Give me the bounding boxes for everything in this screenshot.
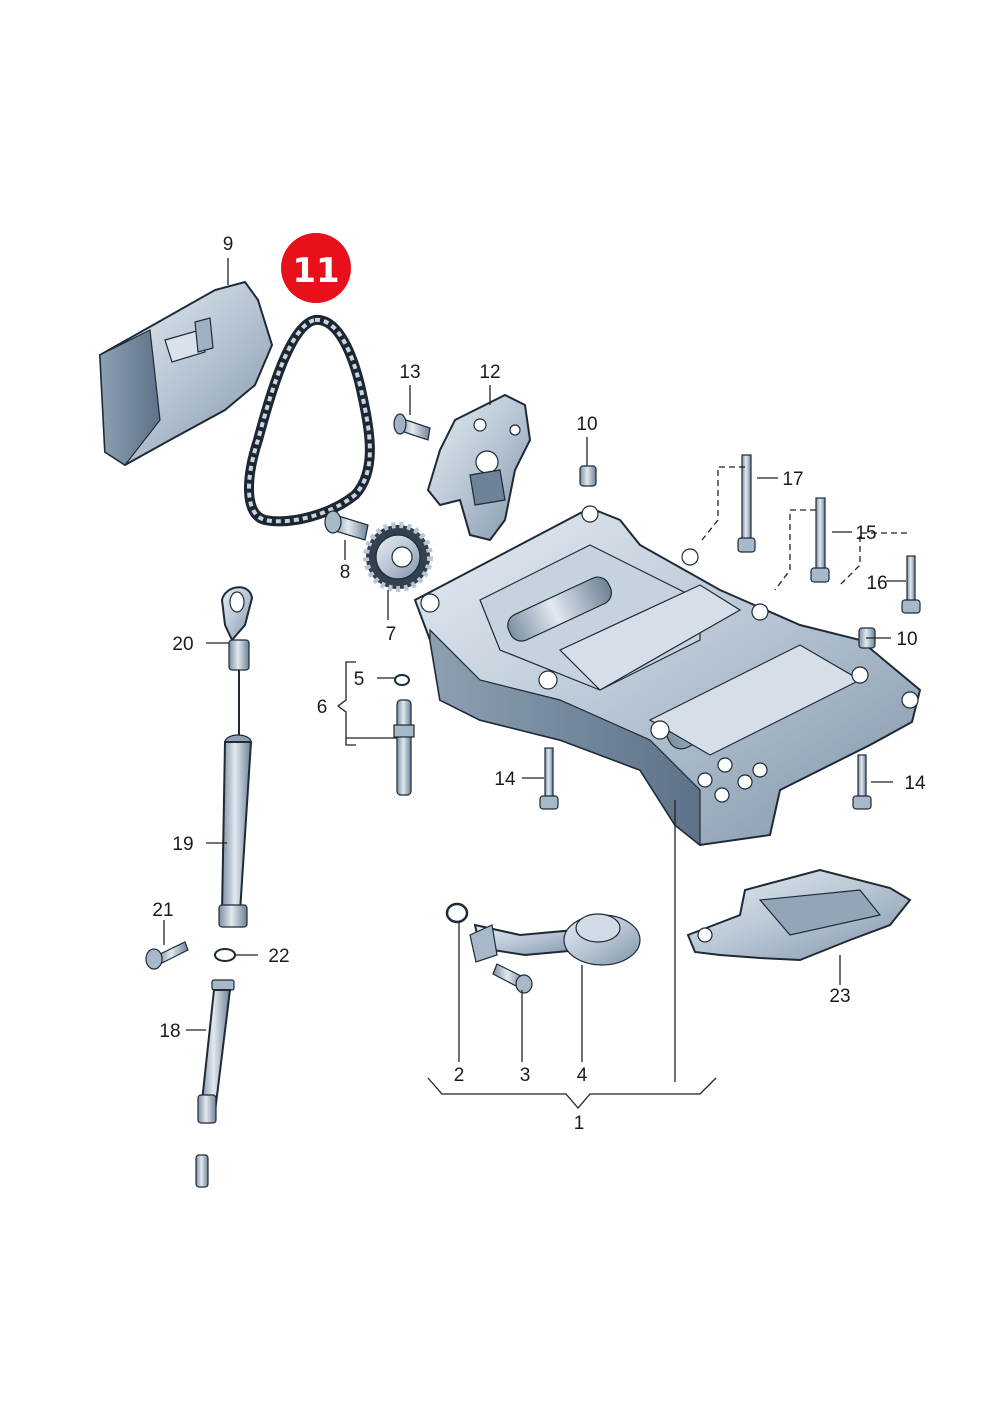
bolt-15-part [810,497,830,583]
label-7: 7 [386,624,397,645]
label-10-upper: 10 [576,414,597,435]
sprocket-part [363,522,433,592]
label-16: 16 [866,573,887,594]
balance-shaft-housing-part [413,505,922,847]
chain-cover-part [98,280,274,467]
label-10-right: 10 [896,629,917,650]
label-5: 5 [354,669,365,690]
bolt-14-right-part [852,754,872,810]
bolt-17-part [737,454,756,553]
label-18: 18 [159,1021,180,1042]
label-21: 21 [152,900,173,921]
dowel-sleeve-upper-part [579,465,597,487]
chain-tensioner-part [426,393,532,542]
o-ring-5-part [394,674,410,686]
label-13: 13 [399,362,420,383]
dipstick-handle-part [220,586,254,735]
label-12: 12 [479,362,500,383]
bolt-16-part [901,555,921,614]
oil-pickup-pipe-4-part [469,913,641,966]
highlight-number: 11 [292,251,339,291]
label-19: 19 [172,834,193,855]
dipstick-guide-tube-part [218,734,253,928]
label-4: 4 [577,1065,588,1086]
label-14-right: 14 [904,773,926,794]
label-8: 8 [340,562,351,583]
label-14-left: 14 [494,769,516,790]
label-15: 15 [855,523,876,544]
leader-lines [163,258,907,1109]
balance-shaft-front [507,576,612,642]
o-ring-22-part [214,948,236,962]
label-1: 1 [574,1113,585,1134]
bolt-21-part [145,941,189,970]
part-labels: 9 13 12 10 17 15 16 10 8 7 5 6 20 19 21 … [152,234,926,1134]
label-17: 17 [782,469,803,490]
label-3: 3 [520,1065,531,1086]
label-6: 6 [317,697,328,718]
label-20: 20 [172,634,193,655]
bolt-3-part [492,963,533,994]
sprocket-bolt-part [324,510,369,541]
label-9: 9 [223,234,234,255]
pressure-valve-6-part [393,699,415,796]
timing-chain-part [244,314,375,527]
bolt-14-left-part [539,747,559,810]
o-ring-2-part [445,902,469,924]
guide-tube-lower-part [195,979,235,1188]
label-23: 23 [829,986,850,1007]
label-2: 2 [454,1065,465,1086]
oil-baffle-23-part [686,868,912,962]
label-22: 22 [268,946,289,967]
tensioner-bolt-part [393,413,431,441]
highlight-badge: 11 [281,233,351,303]
